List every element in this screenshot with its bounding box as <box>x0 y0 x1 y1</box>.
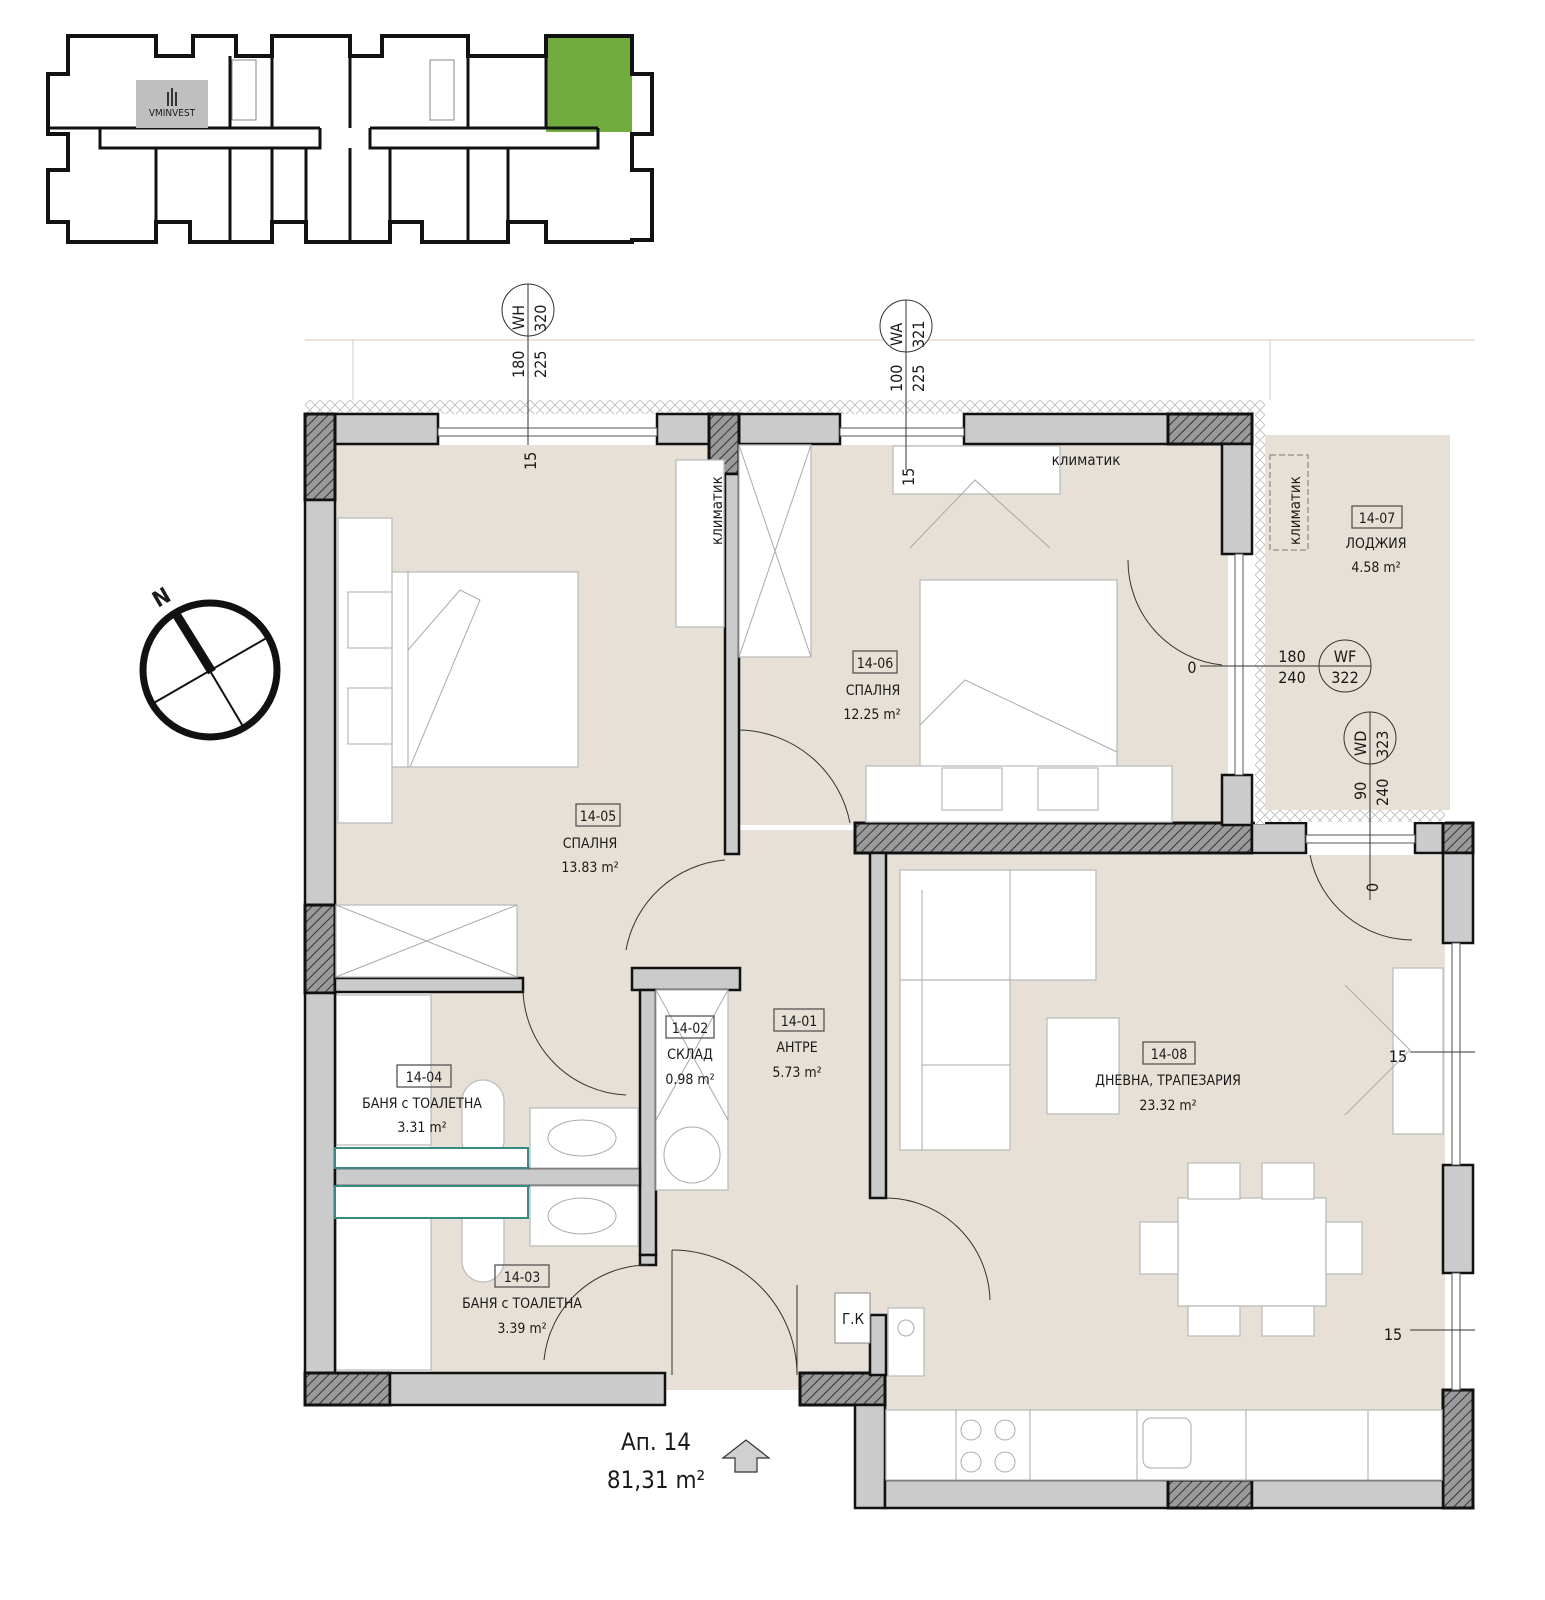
walls <box>303 412 1475 1510</box>
svg-text:WD: WD <box>1351 731 1370 756</box>
windows <box>437 414 1461 1391</box>
room-label-14-01: 14-01 АНТРЕ 5.73 m² <box>772 1008 825 1081</box>
doors <box>522 559 1413 1376</box>
svg-text:4.58 m²: 4.58 m² <box>1351 560 1400 576</box>
key-plan: VMINVEST <box>46 34 654 244</box>
window-tag-wa321: WA 321 100 225 15 <box>879 299 933 486</box>
svg-text:WH: WH <box>509 305 528 330</box>
room-label-14-06: 14-06 СПАЛНЯ 12.25 m² <box>843 650 901 723</box>
svg-text:15: 15 <box>899 468 918 486</box>
window-tag-wd323: WD 323 90 240 0 <box>1343 711 1397 900</box>
svg-text:14-07: 14-07 <box>1359 511 1396 527</box>
svg-text:100: 100 <box>887 365 906 392</box>
svg-text:322: 322 <box>1331 668 1358 687</box>
svg-text:3.31 m²: 3.31 m² <box>397 1120 446 1136</box>
svg-text:14-04: 14-04 <box>406 1070 443 1086</box>
svg-text:БАНЯ с ТОАЛЕТНА: БАНЯ с ТОАЛЕТНА <box>462 1296 582 1312</box>
svg-text:14-03: 14-03 <box>504 1270 541 1286</box>
svg-text:15: 15 <box>1389 1047 1407 1066</box>
room-label-14-04: 14-04 БАНЯ с ТОАЛЕТНА 3.31 m² <box>362 1064 482 1136</box>
svg-text:15: 15 <box>1384 1325 1402 1344</box>
room-label-14-02: 14-02 СКЛАД 0.98 m² <box>665 1015 715 1088</box>
svg-text:14-06: 14-06 <box>857 656 894 672</box>
side-dimensions: 15 15 <box>1384 1047 1475 1344</box>
entrance-arrow-icon <box>721 1439 771 1473</box>
key-plan-highlight <box>546 36 632 132</box>
apartment-total-area: 81,31 m² <box>607 1466 705 1494</box>
gas-boiler: Г.К <box>834 1292 871 1344</box>
svg-text:5.73 m²: 5.73 m² <box>772 1065 821 1081</box>
apartment-number: Ап. 14 <box>621 1428 691 1456</box>
svg-text:СКЛАД: СКЛАД <box>667 1047 713 1063</box>
svg-text:0: 0 <box>1363 883 1382 892</box>
window-tag-wf322: WF 322 180 240 0 <box>1187 639 1372 693</box>
svg-text:240: 240 <box>1373 779 1392 806</box>
room-label-14-05: 14-05 СПАЛНЯ 13.83 m² <box>561 803 621 876</box>
room-label-14-08: 14-08 ДНЕВНА, ТРАПЕЗАРИЯ 23.32 m² <box>1095 1041 1241 1114</box>
svg-text:15: 15 <box>521 452 540 470</box>
svg-text:СПАЛНЯ: СПАЛНЯ <box>563 836 618 852</box>
svg-text:0.98 m²: 0.98 m² <box>665 1072 714 1088</box>
svg-text:180: 180 <box>1278 647 1305 666</box>
svg-text:180: 180 <box>509 351 528 378</box>
svg-text:АНТРЕ: АНТРЕ <box>776 1040 817 1056</box>
room-label-14-07: 14-07 ЛОДЖИЯ 4.58 m² <box>1346 505 1407 576</box>
svg-text:14-02: 14-02 <box>672 1021 709 1037</box>
svg-text:225: 225 <box>909 365 928 392</box>
svg-text:WA: WA <box>887 323 906 346</box>
window-tag-wh320: WH 320 180 225 15 <box>501 283 555 470</box>
svg-text:СПАЛНЯ: СПАЛНЯ <box>846 683 901 699</box>
svg-text:14-05: 14-05 <box>580 809 617 825</box>
svg-text:ДНЕВНА, ТРАПЕЗАРИЯ: ДНЕВНА, ТРАПЕЗАРИЯ <box>1095 1073 1241 1089</box>
svg-text:БАНЯ с ТОАЛЕТНА: БАНЯ с ТОАЛЕТНА <box>362 1096 482 1112</box>
room-label-14-03: 14-03 БАНЯ с ТОАЛЕТНА 3.39 m² <box>462 1264 582 1337</box>
svg-text:WF: WF <box>1334 647 1357 666</box>
svg-text:23.32 m²: 23.32 m² <box>1139 1098 1196 1114</box>
svg-text:3.39 m²: 3.39 m² <box>497 1321 546 1337</box>
logo-text: VMINVEST <box>149 108 196 119</box>
svg-text:321: 321 <box>909 321 928 348</box>
svg-text:14-01: 14-01 <box>781 1014 818 1030</box>
ac-label-bedroom2: климатик <box>1052 451 1121 469</box>
furniture <box>334 444 1444 1481</box>
svg-text:0: 0 <box>1187 658 1196 677</box>
svg-text:225: 225 <box>531 351 550 378</box>
north-label: N <box>149 583 176 613</box>
svg-text:323: 323 <box>1373 731 1392 758</box>
compass: N <box>139 583 281 741</box>
apartment-title: Ап. 14 81,31 m² <box>607 1428 771 1494</box>
svg-text:240: 240 <box>1278 668 1305 687</box>
svg-text:90: 90 <box>1351 782 1370 800</box>
svg-text:320: 320 <box>531 305 550 332</box>
ac-label-loggia: климатик <box>1286 476 1304 545</box>
svg-text:ЛОДЖИЯ: ЛОДЖИЯ <box>1346 536 1407 552</box>
floors <box>335 435 1450 1410</box>
ac-label-bedroom1: климатик <box>708 476 726 545</box>
svg-text:Г.К: Г.К <box>842 1310 865 1328</box>
svg-text:12.25 m²: 12.25 m² <box>843 707 900 723</box>
svg-text:13.83 m²: 13.83 m² <box>561 860 618 876</box>
svg-text:14-08: 14-08 <box>1151 1047 1188 1063</box>
